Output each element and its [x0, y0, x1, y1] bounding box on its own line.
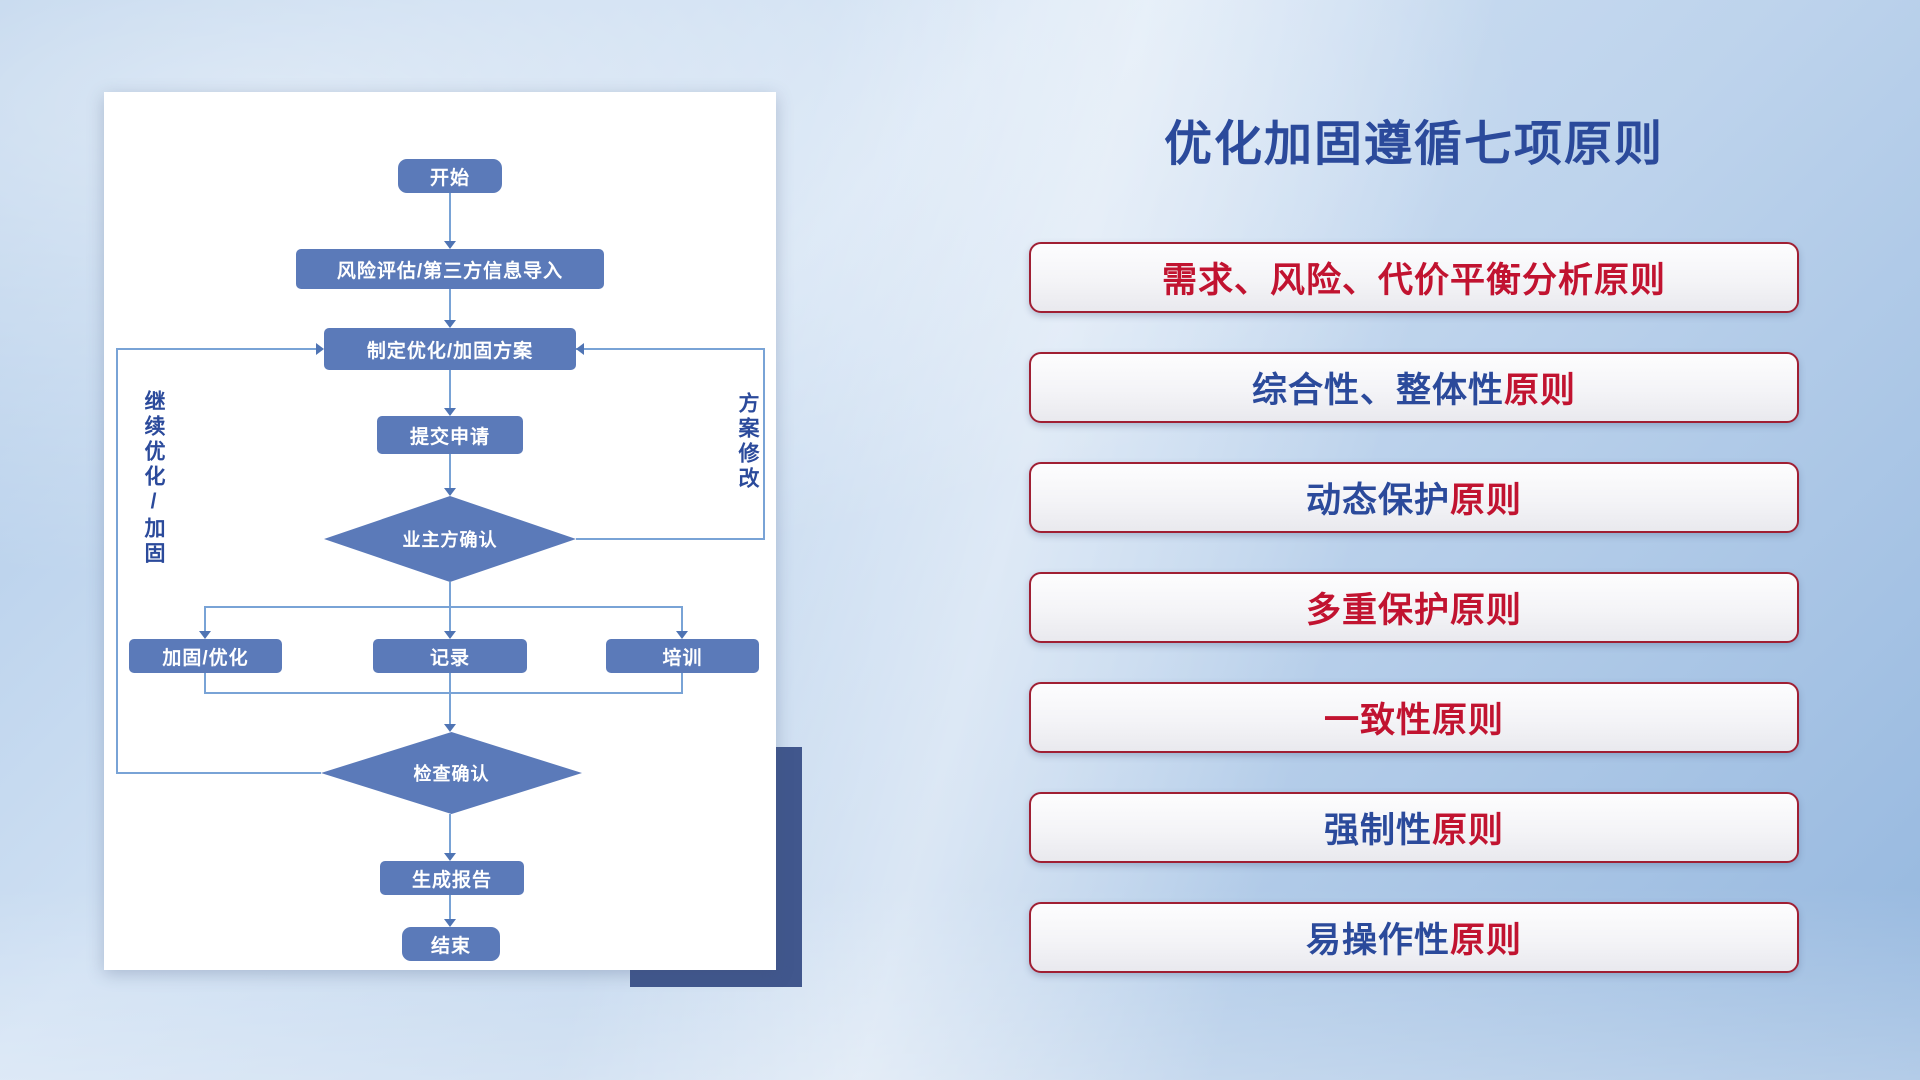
flow-node-end: 结束 [402, 927, 500, 961]
flowchart-panel: 继续优化/加固 方案修改 开始 风险评估/第三方信息导入 制定优化/加固方案 提… [104, 92, 776, 970]
connector-line [449, 193, 451, 245]
principle-text-blue: 动态保护 [1305, 481, 1450, 520]
connector-line [449, 370, 451, 412]
connector-line [204, 606, 206, 634]
arrow-down-icon [444, 631, 456, 639]
connector-line [204, 606, 683, 608]
flow-decision-check-confirm: 检查确认 [321, 732, 582, 814]
arrow-down-icon [199, 631, 211, 639]
principle-item: 易操作性原则 [1029, 902, 1799, 973]
principles-list: 需求、风险、代价平衡分析原则 综合性、整体性原则 动态保护原则 多重保护原则 一… [1029, 242, 1799, 1012]
principle-text-red: 需求、风险、代价平衡分析原则 [1161, 261, 1666, 300]
connector-line [116, 772, 321, 774]
connector-line [449, 606, 451, 634]
flow-node-make-plan: 制定优化/加固方案 [324, 328, 576, 370]
principle-item: 强制性原则 [1029, 792, 1799, 863]
connector-line [576, 538, 765, 540]
flow-node-generate-report: 生成报告 [380, 861, 524, 895]
connector-line [449, 289, 451, 323]
connector-line [449, 454, 451, 492]
principle-text-red: 多重保护原则 [1305, 591, 1522, 630]
arrow-down-icon [444, 408, 456, 416]
loop-label-continue-optimize: 继续优化/加固 [142, 390, 165, 567]
loop-label-plan-revision: 方案修改 [736, 392, 759, 492]
principle-item: 需求、风险、代价平衡分析原则 [1029, 242, 1799, 313]
principle-text-red: 原则 [1450, 921, 1523, 960]
principle-text-blue: 强制性 [1323, 811, 1432, 850]
principle-text-red: 原则 [1504, 371, 1577, 410]
connector-line [449, 814, 451, 858]
connector-line [204, 673, 206, 694]
flow-node-submit: 提交申请 [377, 416, 523, 454]
connector-line [681, 606, 683, 634]
arrow-right-icon [316, 343, 324, 355]
principle-text-red: 原则 [1450, 481, 1523, 520]
connector-line [449, 895, 451, 923]
principle-text-red: 一致性原则 [1323, 701, 1504, 740]
principle-text-blue: 综合性、整体性 [1251, 371, 1504, 410]
flow-node-training: 培训 [606, 639, 759, 673]
flow-node-risk-import: 风险评估/第三方信息导入 [296, 249, 604, 289]
arrow-down-icon [444, 919, 456, 927]
principle-text-red: 原则 [1432, 811, 1505, 850]
connector-line [763, 348, 765, 540]
principle-item: 一致性原则 [1029, 682, 1799, 753]
flow-node-record: 记录 [373, 639, 527, 673]
arrow-down-icon [676, 631, 688, 639]
arrow-down-icon [444, 320, 456, 328]
principle-item: 综合性、整体性原则 [1029, 352, 1799, 423]
arrow-down-icon [444, 724, 456, 732]
connector-line [449, 673, 451, 694]
connector-line [576, 348, 765, 350]
arrow-down-icon [444, 241, 456, 249]
arrow-left-icon [576, 343, 584, 355]
connector-line [449, 692, 451, 728]
connector-line [116, 348, 318, 350]
connector-line [204, 692, 683, 694]
arrow-down-icon [444, 853, 456, 861]
principle-text-blue: 易操作性 [1305, 921, 1450, 960]
arrow-down-icon [444, 488, 456, 496]
flow-node-harden-optimize: 加固/优化 [129, 639, 282, 673]
connector-line [116, 348, 118, 774]
connector-line [681, 673, 683, 694]
principle-item: 动态保护原则 [1029, 462, 1799, 533]
connector-line [449, 582, 451, 608]
page-title: 优化加固遵循七项原则 [1163, 118, 1664, 171]
flow-decision-owner-confirm: 业主方确认 [324, 496, 576, 582]
principle-item: 多重保护原则 [1029, 572, 1799, 643]
flow-node-start: 开始 [398, 159, 502, 193]
